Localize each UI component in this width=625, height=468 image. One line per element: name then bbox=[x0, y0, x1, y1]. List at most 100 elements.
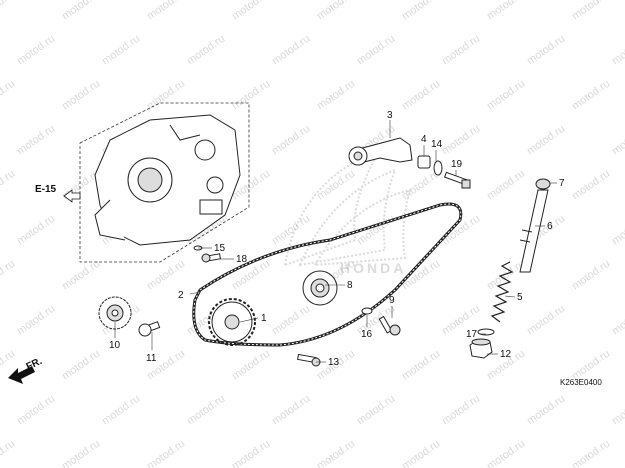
watermark-text: motod.ru bbox=[525, 393, 567, 428]
direction-label: FR. bbox=[25, 356, 44, 373]
leader-1 bbox=[239, 317, 259, 323]
watermark-text: motod.ru bbox=[145, 0, 187, 22]
watermark-text: motod.ru bbox=[15, 33, 57, 68]
watermark-text: motod.ru bbox=[570, 78, 612, 113]
watermark-text: motod.ru bbox=[100, 33, 142, 68]
callout-10: 10 bbox=[109, 340, 121, 351]
crank-sprocket bbox=[208, 298, 256, 346]
section-ref-label: E-15 bbox=[35, 184, 57, 195]
callout-13: 13 bbox=[328, 357, 340, 368]
engine-case-outline bbox=[79, 102, 250, 263]
watermark-text: motod.ru bbox=[230, 348, 272, 383]
bolt-9 bbox=[378, 315, 401, 336]
watermark-text: motod.ru bbox=[485, 258, 527, 293]
watermark-text: motod.ru bbox=[270, 123, 312, 158]
watermark-text: motod.ru bbox=[145, 78, 187, 113]
callout-19: 19 bbox=[451, 159, 463, 170]
watermark-text: motod.ru bbox=[570, 258, 612, 293]
watermark-text: motod.ru bbox=[400, 348, 442, 383]
watermark-text: motod.ru bbox=[315, 78, 357, 113]
watermark-text: motod.ru bbox=[485, 0, 527, 22]
collar bbox=[417, 155, 431, 169]
watermark-text: motod.ru bbox=[525, 303, 567, 338]
watermark-text: motod.ru bbox=[485, 78, 527, 113]
leader-2 bbox=[189, 291, 201, 295]
watermark-text: motod.ru bbox=[315, 168, 357, 203]
watermark-text: motod.ru bbox=[185, 393, 227, 428]
drive-gear bbox=[98, 296, 132, 330]
tensioner-arm bbox=[348, 137, 413, 166]
watermark-text: motod.ru bbox=[570, 438, 612, 468]
watermark-text: motod.ru bbox=[145, 438, 187, 468]
watermark-text: motod.ru bbox=[270, 303, 312, 338]
watermark-text: motod.ru bbox=[0, 438, 17, 468]
gear-bolt bbox=[138, 321, 161, 337]
callout-1: 1 bbox=[261, 313, 267, 324]
watermark-text: motod.ru bbox=[315, 0, 357, 22]
reference-code: K263E0400 bbox=[560, 378, 602, 387]
front-direction-arrow-icon bbox=[8, 366, 35, 384]
crankcase bbox=[94, 114, 241, 246]
callout-11: 11 bbox=[146, 353, 157, 364]
watermark-text: motod.ru bbox=[485, 438, 527, 468]
watermark-text: motod.ru bbox=[400, 438, 442, 468]
watermark-text: motod.ru bbox=[15, 393, 57, 428]
watermark-text: motod.ru bbox=[440, 33, 482, 68]
watermark-text: motod.ru bbox=[60, 348, 102, 383]
callout-7: 7 bbox=[559, 178, 565, 189]
brand-logo-text: HONDA bbox=[340, 260, 406, 276]
watermark-text: motod.ru bbox=[0, 258, 17, 293]
watermark-text: motod.ru bbox=[145, 258, 187, 293]
callout-8: 8 bbox=[347, 280, 353, 291]
watermark-text: motod.ru bbox=[270, 33, 312, 68]
callout-6: 6 bbox=[547, 221, 553, 232]
watermark-text: motod.ru bbox=[100, 393, 142, 428]
watermark-text: motod.ru bbox=[355, 393, 397, 428]
watermark-text: motod.ru bbox=[0, 78, 17, 113]
watermark-text: motod.ru bbox=[400, 78, 442, 113]
bolt-13 bbox=[297, 353, 321, 367]
watermark-text: motod.ru bbox=[400, 0, 442, 22]
bolt-18 bbox=[201, 253, 221, 263]
leader-5 bbox=[504, 295, 516, 298]
watermark-text: motod.ru bbox=[525, 123, 567, 158]
watermark-text: motod.ru bbox=[0, 168, 17, 203]
sealing-bolt bbox=[469, 338, 493, 359]
watermark-text: motod.ru bbox=[440, 123, 482, 158]
watermark-text: motod.ru bbox=[570, 0, 612, 22]
watermark-text: motod.ru bbox=[230, 0, 272, 22]
watermark-text: motod.ru bbox=[15, 213, 57, 248]
watermark-text: motod.ru bbox=[610, 213, 625, 248]
callout-9: 9 bbox=[389, 295, 395, 306]
watermark-text: motod.ru bbox=[60, 258, 102, 293]
section-ref-arrow-icon bbox=[63, 189, 81, 203]
watermark-text: motod.ru bbox=[610, 123, 625, 158]
watermark-text: motod.ru bbox=[570, 168, 612, 203]
callout-3: 3 bbox=[387, 110, 393, 121]
watermark-text: motod.ru bbox=[525, 33, 567, 68]
washer-16 bbox=[361, 307, 373, 315]
callout-18: 18 bbox=[236, 254, 248, 265]
tensioner-roller bbox=[302, 270, 338, 306]
watermark-text: motod.ru bbox=[230, 438, 272, 468]
callout-16: 16 bbox=[361, 329, 373, 340]
tensioner-lifter-rod bbox=[519, 178, 551, 273]
watermark-text: motod.ru bbox=[60, 0, 102, 22]
callout-5: 5 bbox=[517, 292, 523, 303]
watermark-text: motod.ru bbox=[60, 78, 102, 113]
callout-12: 12 bbox=[500, 349, 512, 360]
watermark-text: motod.ru bbox=[0, 0, 17, 22]
callout-17: 17 bbox=[466, 329, 478, 340]
tensioner-spring bbox=[490, 261, 514, 323]
callout-4: 4 bbox=[421, 134, 427, 145]
arm-bolt bbox=[443, 171, 471, 189]
sealing-washer bbox=[477, 328, 495, 336]
callout-14: 14 bbox=[431, 139, 443, 150]
watermark-text: motod.ru bbox=[270, 393, 312, 428]
watermark-text: motod.ru bbox=[610, 393, 625, 428]
watermark-text: motod.ru bbox=[610, 33, 625, 68]
callout-2: 2 bbox=[178, 290, 184, 301]
watermark-text: motod.ru bbox=[485, 168, 527, 203]
watermark-text: motod.ru bbox=[230, 78, 272, 113]
